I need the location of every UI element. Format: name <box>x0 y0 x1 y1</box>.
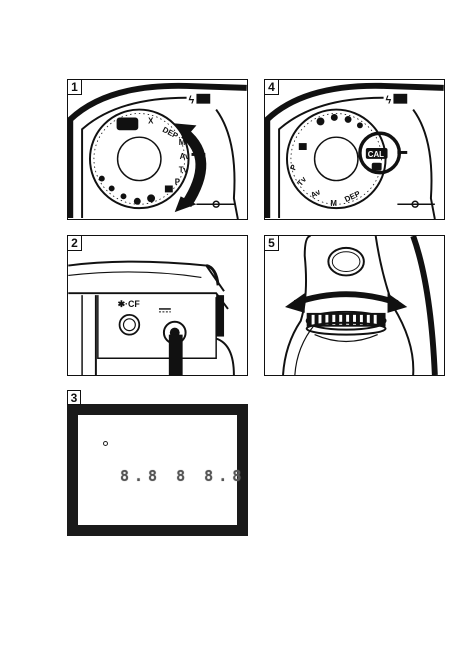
figure-2-cf-button: 2 ✱·CF <box>67 235 248 376</box>
figure-4-cal-setting: 4 P Tv Av M DEP CAL ϟ <box>264 79 445 220</box>
cal-dial-illustration: P Tv Av M DEP CAL ϟ <box>265 80 444 219</box>
dial-label-cal: CAL <box>368 150 384 159</box>
lcd-panel-frame: 8.8 8 8.8 <box>67 404 248 536</box>
dial-label-x: X <box>148 116 154 125</box>
figure-number-3: 3 <box>67 390 81 405</box>
cf-button-label: ✱·CF <box>118 299 141 309</box>
dial-label-av: Av <box>180 152 190 161</box>
lcd-digit-readout: 8.8 8 8.8 <box>120 467 246 485</box>
camera-side-illustration: ✱·CF <box>68 236 247 375</box>
figure-3-lcd-display: 3 8.8 8 8.8 <box>67 390 248 536</box>
lcd-panel-screen: 8.8 8 8.8 <box>78 415 237 525</box>
mode-dial-illustration: X DEP M Av Tv P ϟ <box>68 80 247 219</box>
figure-number-2: 2 <box>68 236 82 251</box>
svg-text:ϟ: ϟ <box>189 95 195 107</box>
main-dial-illustration <box>265 236 444 375</box>
dial-label-tv: Tv <box>179 166 189 175</box>
lcd-indicator-dot <box>103 441 108 446</box>
figure-number-1: 1 <box>68 80 82 95</box>
figure-number-5: 5 <box>265 236 279 251</box>
dial-label-p: P <box>175 177 180 186</box>
figure-5-main-dial: 5 <box>264 235 445 376</box>
svg-text:ϟ: ϟ <box>386 95 392 107</box>
figure-1-mode-dial: 1 X DEP M Av Tv P ϟ <box>67 79 248 220</box>
svg-text:M: M <box>330 199 337 208</box>
figure-number-4: 4 <box>265 80 279 95</box>
